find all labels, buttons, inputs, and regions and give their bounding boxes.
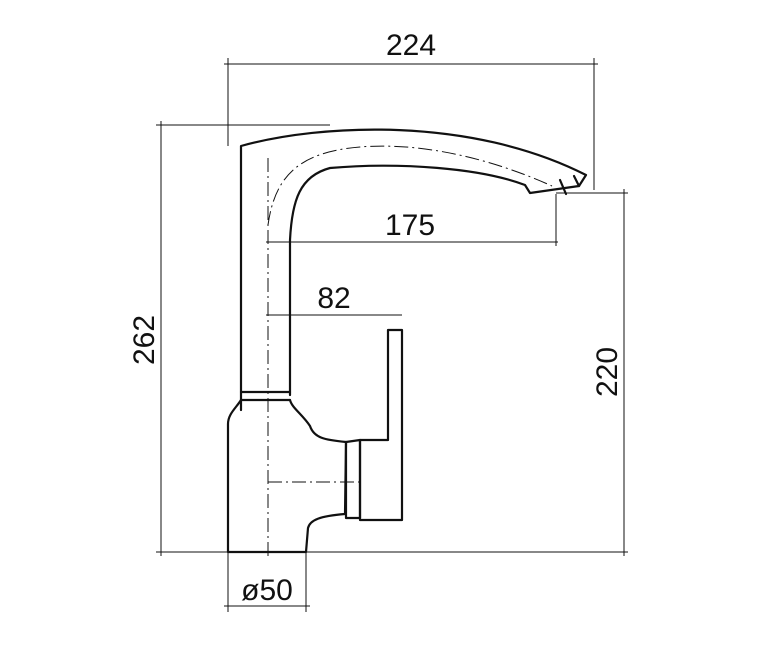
- label-overall-height: 262: [128, 315, 161, 365]
- center-lines: [267, 145, 553, 556]
- handle-collar: [344, 438, 362, 520]
- base-body: [226, 398, 348, 554]
- handle-lever: [358, 328, 404, 522]
- spout-axis-line: [267, 145, 553, 226]
- dimension-lines: [156, 58, 628, 612]
- label-spout-reach: 175: [385, 209, 435, 242]
- label-overall-width: 224: [386, 29, 436, 62]
- dimension-labels: 224 175 82 262 220 ø50: [128, 29, 624, 607]
- neck-joint: [239, 390, 292, 402]
- faucet-outline: [226, 128, 588, 554]
- spout-nozzle: [558, 174, 581, 196]
- label-handle-offset: 82: [317, 282, 350, 315]
- spout-outline: [239, 128, 588, 412]
- label-spout-height: 220: [591, 347, 624, 397]
- label-base-diameter: ø50: [241, 574, 293, 607]
